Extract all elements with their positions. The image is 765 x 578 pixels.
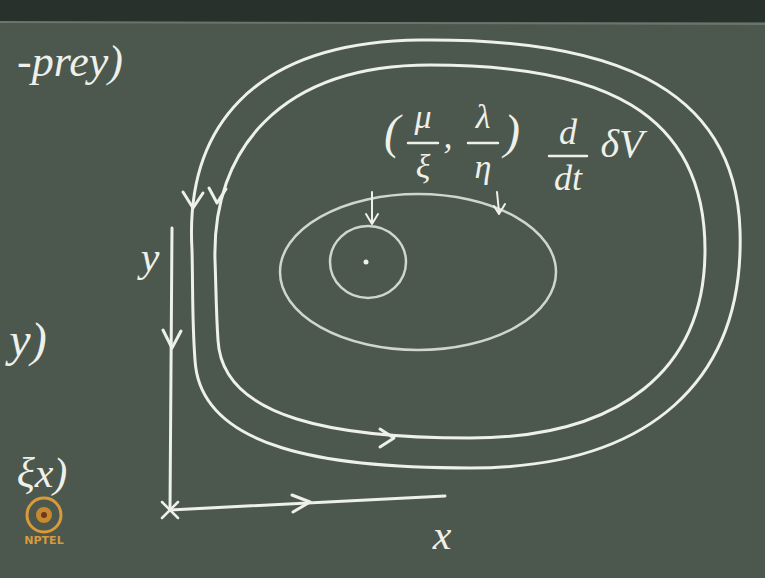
fraction-bar <box>408 142 438 145</box>
innermost-orbit <box>330 226 406 298</box>
fraction-denominator: ξ <box>416 150 431 184</box>
axis-label: y <box>141 236 160 278</box>
logo-core <box>36 507 52 523</box>
fraction-numerator: μ <box>414 100 431 134</box>
equilibrium-point <box>364 260 369 265</box>
heading-fragment: -prey) <box>17 40 123 84</box>
logo-text: NPTEL <box>24 535 63 546</box>
axis-label: x <box>433 514 452 556</box>
fraction-denominator: η <box>475 150 492 184</box>
derivative-numerator: d <box>559 114 577 150</box>
derivative-denominator: dt <box>554 160 582 196</box>
equation-fragment: y) <box>9 316 46 364</box>
fraction-bar <box>468 142 498 145</box>
logo <box>27 498 61 532</box>
origin-mark <box>162 502 178 518</box>
orbit <box>215 65 705 438</box>
pointer-arrow <box>366 192 378 224</box>
fraction-bar <box>549 155 587 158</box>
board-edge <box>0 22 765 24</box>
function-label: δV <box>600 124 643 164</box>
bracket: ) <box>504 108 520 156</box>
fraction-numerator: λ <box>476 100 491 134</box>
y-axis <box>170 228 172 510</box>
flow-arrowhead <box>209 188 226 203</box>
logo-center <box>41 512 47 518</box>
bracket: ( <box>384 108 400 156</box>
pointer-mark <box>494 192 505 214</box>
axis-arrowhead <box>292 495 310 512</box>
axis-arrowhead <box>163 330 181 348</box>
board-frame <box>0 0 765 22</box>
inner-orbit <box>280 194 556 350</box>
flow-arrowhead <box>380 429 394 447</box>
outer-orbit <box>191 40 740 468</box>
logo-ring <box>27 498 61 532</box>
equation-fragment: ξx) <box>17 452 68 494</box>
flow-arrowhead <box>183 192 203 208</box>
separator: , <box>444 118 453 154</box>
